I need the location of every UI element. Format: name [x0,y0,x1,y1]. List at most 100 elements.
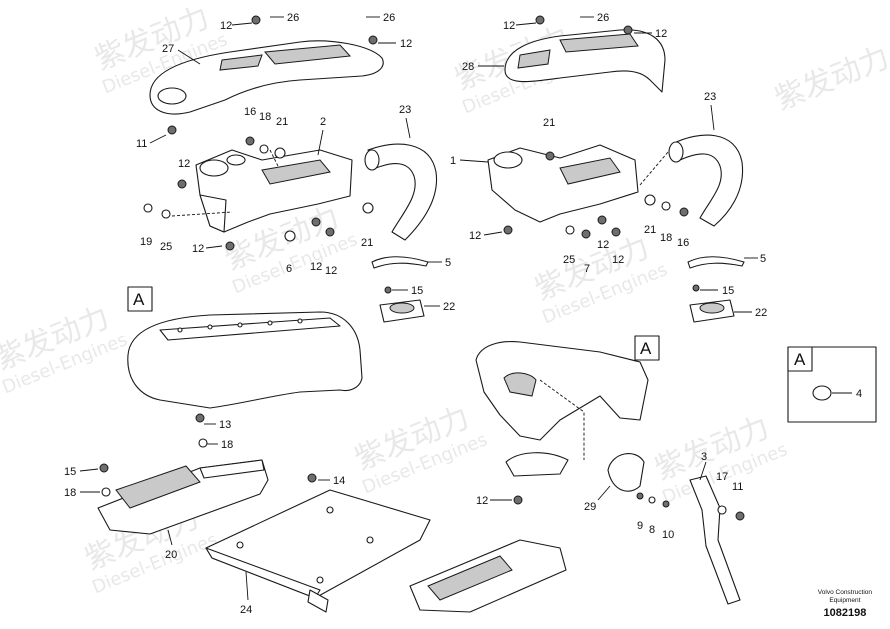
panel-slot [503,372,537,397]
console-port [226,154,246,166]
leader [231,22,253,26]
leader [515,22,537,26]
bolt [325,227,335,237]
box-grille [427,555,513,601]
callout-10: 10 [662,529,674,541]
callout-16: 16 [244,106,256,118]
view-marker-letter: A [133,290,145,309]
callout-18: 18 [221,439,233,451]
leader [79,468,99,472]
callout-12: 12 [469,230,481,242]
fan-rotor [389,302,415,314]
leader [167,529,173,546]
bolt [195,413,205,423]
callout-18: 18 [660,232,672,244]
cable-tie-right [687,256,745,269]
callout-21: 21 [361,237,373,249]
bolt [692,284,700,292]
callout-25: 25 [563,254,575,266]
view-marker-box [634,335,660,361]
left-console-assembly [143,15,438,323]
washer [198,438,208,448]
bolt [611,227,621,237]
rivet [267,320,273,326]
cover-opening [219,54,263,71]
console-channel [261,159,331,185]
large-cover-assembly: A [127,286,363,409]
cover-opening [517,49,551,69]
console-channel [559,157,621,185]
callout-26: 26 [597,12,609,24]
rivet [237,322,243,328]
callout-27: 27 [162,43,174,55]
cover-rim [159,317,341,341]
bushing [274,147,286,159]
callout-15: 15 [722,285,734,297]
callout-12: 12 [178,158,190,170]
leader [405,117,411,139]
callout-21: 21 [644,224,656,236]
assembly-line [639,151,669,186]
cup-holder-ring [157,87,187,105]
rivet [297,318,303,324]
callout-18: 18 [64,487,76,499]
bushing [644,194,656,206]
mounting-plate [205,473,431,613]
housing-top [199,459,265,479]
right-console-assembly [487,15,745,323]
callout-5: 5 [445,257,451,269]
fan-rotor [699,302,725,314]
brand-line-1: Volvo Construction [817,589,872,596]
callout-3: 3 [701,451,707,463]
cover-grip [264,44,352,65]
detail-frame [787,346,877,423]
callout-15: 15 [411,285,423,297]
leader [317,129,324,156]
callout-4: 4 [856,388,862,400]
plate-bracket [307,589,329,613]
callout-6: 6 [286,263,292,275]
callout-12: 12 [325,265,337,277]
air-hose-right [671,134,744,227]
callout-11: 11 [732,481,743,493]
callout-12: 12 [612,254,624,266]
drawing-number: 1082198 [823,607,867,619]
bolt [636,492,644,500]
callout-23: 23 [399,104,411,116]
bushing [284,230,296,242]
bolt [535,15,545,25]
console-port [493,151,523,169]
washer [661,201,671,211]
lever-knob [607,453,645,492]
washer [259,144,269,154]
callouts: 12 26 26 12 27 16 18 21 2 11 12 19 25 12… [64,12,862,616]
detail-view-a: A [787,346,877,423]
storage-box [409,539,567,613]
callout-12: 12 [192,243,204,255]
bolt [177,179,187,189]
bolt [99,463,109,473]
bolt [245,136,255,146]
leader [177,49,201,65]
air-hose-left [367,143,438,241]
assembly-line [539,379,585,460]
rivet [207,324,213,330]
callout-2: 2 [320,116,326,128]
control-lever [689,475,741,605]
bolt [513,495,523,505]
plate-hole [236,541,244,549]
callout-11: 11 [136,138,147,150]
washer [143,203,153,213]
bolt [503,225,513,235]
hose-end [364,149,380,171]
bolt [311,217,321,227]
callout-22: 22 [443,301,455,313]
callout-12: 12 [597,239,609,251]
washer [717,505,727,515]
callout-24: 24 [240,604,252,616]
right-side-panel [475,341,649,441]
bolt [735,511,745,521]
callout-8: 8 [649,524,655,536]
callout-23: 23 [704,91,716,103]
